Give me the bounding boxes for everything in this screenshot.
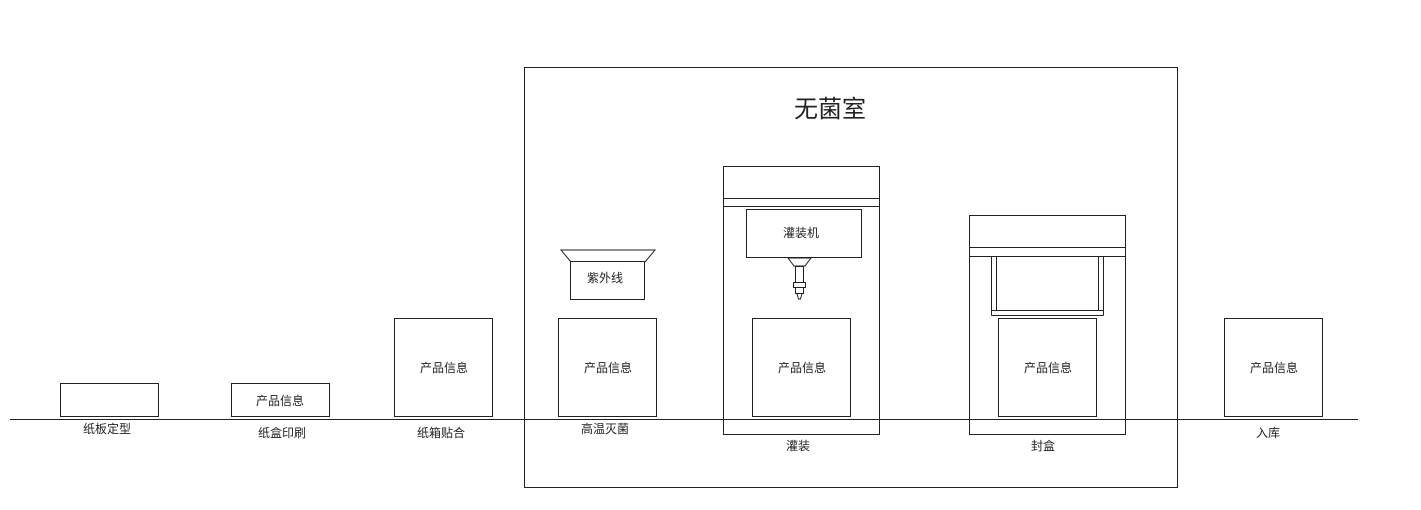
filling-machine-head	[746, 209, 862, 258]
product-info-text: 产品信息	[1250, 360, 1298, 375]
sealed-box	[998, 318, 1097, 417]
product-info-text: 产品信息	[256, 393, 304, 408]
filled-box	[752, 318, 851, 417]
product-info-text: 产品信息	[1024, 360, 1072, 375]
station-filling: 灌装机 产品信息 灌装	[723, 166, 880, 453]
cleanroom-title: 无菌室	[794, 95, 866, 123]
uv-lamp-box	[570, 261, 645, 300]
uv-lamp-hood	[559, 249, 657, 263]
station-box-printing: 产品信息 纸盒印刷	[231, 383, 330, 440]
station-carton-gluing: 产品信息 纸箱贴合	[394, 318, 493, 440]
station-cardboard-forming: 纸板定型	[60, 383, 159, 436]
station-label-sealing: 封盒	[1031, 438, 1055, 453]
sealing-press-icon	[991, 256, 1104, 316]
filling-frame	[723, 166, 880, 435]
sealing-frame	[969, 215, 1126, 435]
sterilized-box	[558, 318, 657, 417]
product-info-text: 产品信息	[778, 360, 826, 375]
station-label-carton-gluing: 纸箱贴合	[417, 425, 465, 440]
station-label-filling: 灌装	[786, 439, 810, 453]
product-info-text: 产品信息	[420, 360, 468, 375]
cleanroom-frame	[524, 67, 1178, 488]
station-sealing: 产品信息 封盒	[969, 215, 1126, 453]
station-label-sterilization: 高温灭菌	[581, 421, 629, 436]
printed-box	[231, 383, 330, 417]
station-sterilization: 紫外线 产品信息 高温灭菌	[558, 249, 657, 436]
product-info-text: 产品信息	[584, 360, 632, 375]
uv-label: 紫外线	[587, 271, 623, 285]
warehoused-box	[1224, 318, 1323, 417]
carton-box	[394, 318, 493, 417]
cardboard-box	[60, 383, 159, 417]
station-warehousing: 产品信息 入库	[1224, 318, 1323, 440]
filling-nozzle-icon	[787, 257, 812, 300]
station-label-box-printing: 纸盒印刷	[258, 425, 306, 440]
filling-machine-label: 灌装机	[783, 226, 819, 240]
station-label-warehousing: 入库	[1256, 425, 1280, 440]
station-label-cardboard-forming: 纸板定型	[83, 421, 131, 436]
